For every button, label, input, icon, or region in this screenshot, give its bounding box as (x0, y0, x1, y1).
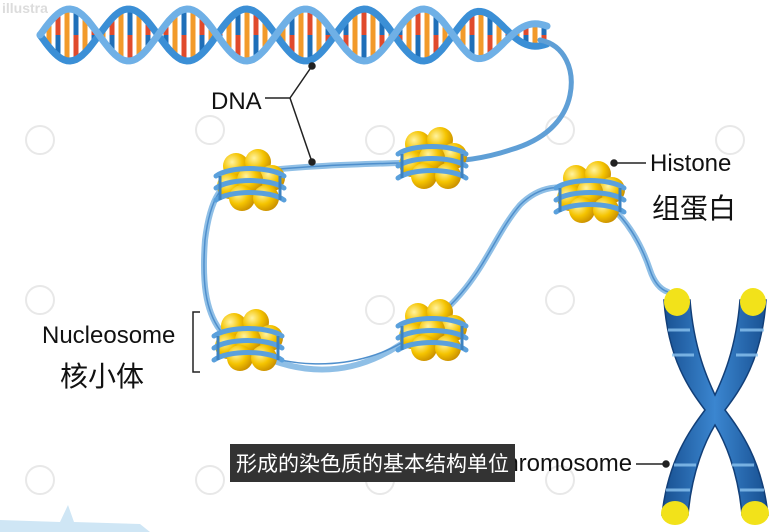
leader-lines (192, 62, 670, 468)
histone-label-chinese: 组蛋白 (652, 192, 737, 225)
histone-label: Histone (650, 150, 732, 177)
telomere-top-left (664, 288, 690, 316)
nucleosome-label: Nucleosome (42, 322, 176, 349)
nucleosome-bottom-left (214, 309, 283, 371)
telomere-bottom-left (661, 501, 689, 525)
telomere-bottom-right (741, 501, 769, 525)
dna-double-helix (36, 5, 551, 65)
watermark-logo: illustra (2, 0, 48, 16)
video-subtitle: 形成的染色质的基本结构单位 (230, 444, 515, 482)
nucleosome-label-chinese: 核小体 (60, 360, 145, 393)
nucleosome-histone (556, 161, 625, 223)
telomere-top-right (740, 288, 766, 316)
dna-backbone-strand (36, 5, 551, 65)
nucleosome-bottom-middle (398, 299, 467, 361)
nucleosome-top-middle (398, 127, 467, 189)
bottom-decoration (0, 505, 150, 532)
chromosome (661, 288, 769, 525)
nucleosome-top-left (216, 149, 285, 211)
dna-label: DNA (211, 88, 262, 115)
watermark-pattern (25, 115, 745, 495)
dna-backbone-strand (36, 5, 551, 65)
